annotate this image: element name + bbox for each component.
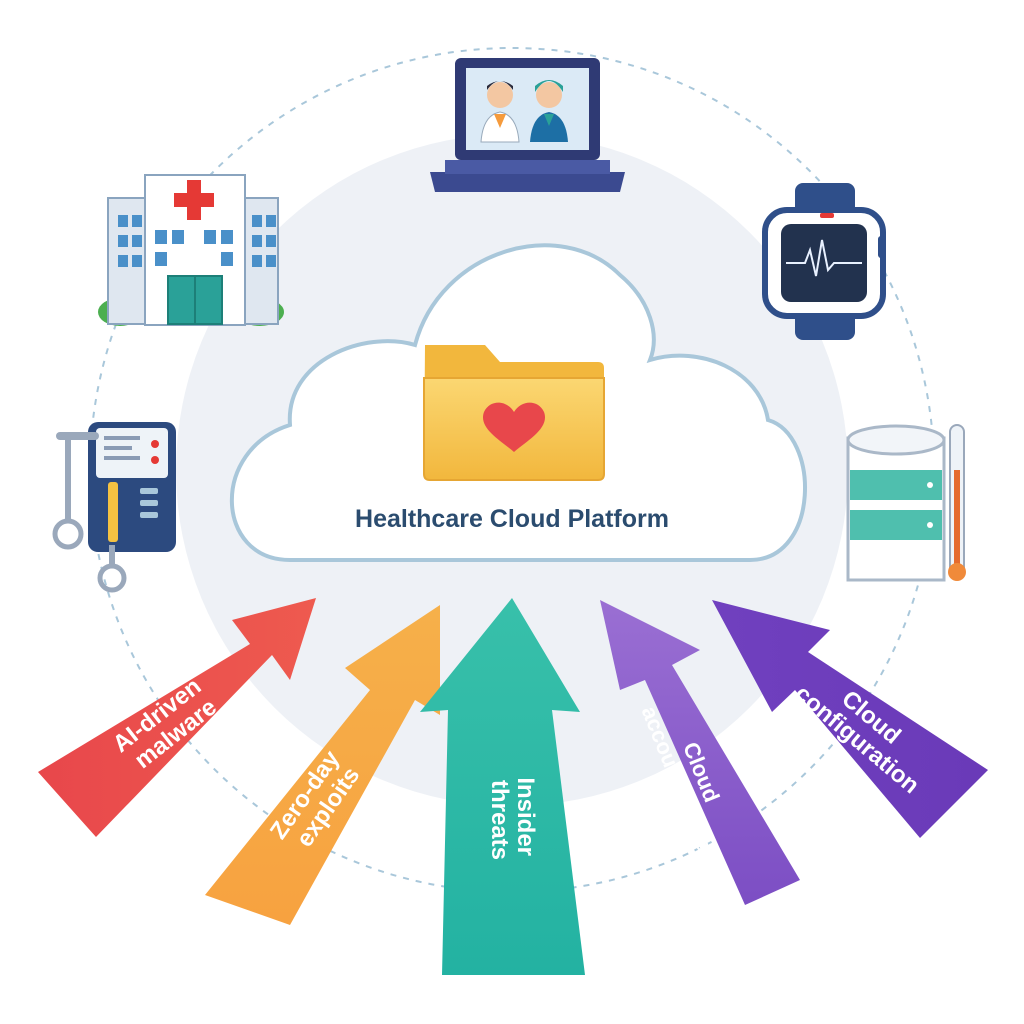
- threat-label-line1: Insider: [512, 777, 539, 856]
- smartwatch-ecg-icon: [762, 183, 886, 340]
- svg-text:Insider threats: Insider threats: [486, 777, 539, 862]
- folder-heart-icon: [423, 345, 605, 481]
- hospital-icon: [98, 174, 284, 326]
- medical-pump-icon: [52, 422, 176, 593]
- threat-arrow-insider: Insider threats: [420, 598, 585, 975]
- database-thermometer-icon: [846, 424, 966, 582]
- platform-title: Healthcare Cloud Platform: [355, 505, 669, 533]
- threat-arrow-ai-malware: AI-driven malware: [38, 598, 316, 837]
- laptop-video-call-icon: [430, 58, 625, 192]
- threat-label-line2: threats: [486, 780, 513, 860]
- threat-arrow-account-misuse: Cloud account misuse: [600, 600, 800, 905]
